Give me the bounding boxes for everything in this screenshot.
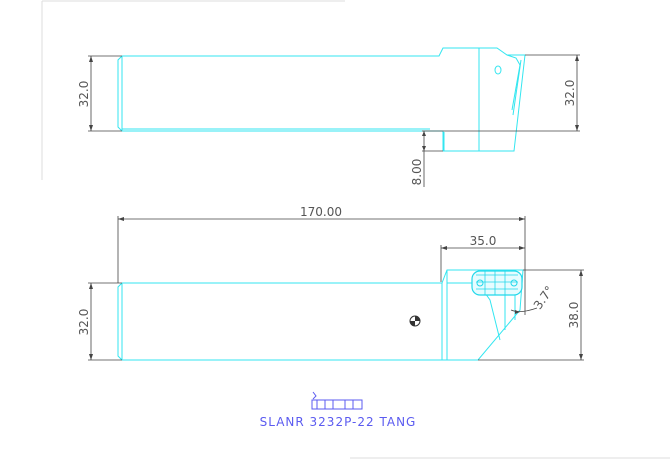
top-view-outline [117, 47, 526, 152]
dim-head-height: 38.0 [567, 302, 581, 329]
dim-offset: 8.00 [410, 159, 424, 186]
dim-height-right-top: 32.0 [563, 80, 577, 107]
head-height-dimension: 38.0 [478, 269, 584, 361]
top-right-dimension: 32.0 [443, 54, 580, 132]
dim-head-length: 35.0 [470, 234, 497, 248]
side-view-outline [117, 269, 524, 361]
dim-height-left-top: 32.0 [77, 81, 91, 108]
top-view: 32.0 32.0 8.00 [77, 47, 580, 187]
side-left-dimension: 32.0 [77, 282, 122, 361]
iscar-logo [311, 391, 363, 410]
side-view: 170.00 35.0 32.0 38.0 3.7° [77, 205, 584, 361]
dim-height-left-side: 32.0 [77, 309, 91, 336]
head-length-dimension: 35.0 [440, 234, 525, 282]
center-mark-icon [409, 315, 421, 327]
part-number-title: SLANR 3232P-22 TANG [260, 415, 417, 429]
top-left-dimension: 32.0 [77, 55, 122, 132]
offset-dimension: 8.00 [410, 130, 443, 187]
dim-total-length: 170.00 [300, 205, 342, 219]
screw-icon [494, 65, 502, 75]
sheet-frame [41, 0, 670, 459]
total-length-dimension: 170.00 [117, 205, 526, 283]
dim-angle: 3.7° [531, 283, 557, 312]
